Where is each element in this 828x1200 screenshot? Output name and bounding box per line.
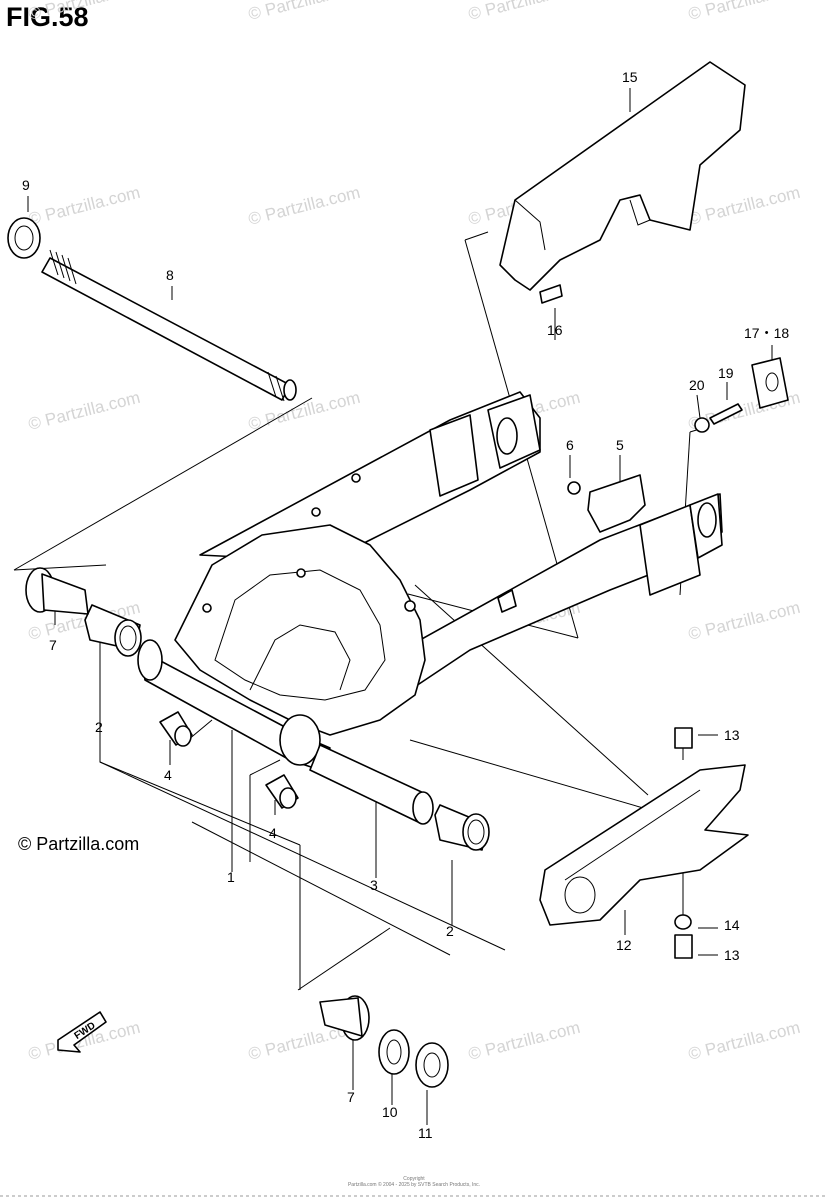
watermark-tile: © Partzilla.com xyxy=(686,1018,802,1064)
callout-12: 12 xyxy=(616,937,632,953)
watermark-tile: © Partzilla.com xyxy=(246,0,362,24)
callout-13-upper: 13 xyxy=(724,727,740,743)
watermark-tile: © Partzilla.com xyxy=(246,183,362,229)
callout-9: 9 xyxy=(22,177,30,193)
watermark-tile: © Partzilla.com xyxy=(26,0,142,24)
watermark-tile: © Partzilla.com xyxy=(686,0,802,24)
figure-title: FIG.58 xyxy=(6,2,89,32)
watermark-tile: © Partzilla.com xyxy=(26,183,142,229)
small-hardware xyxy=(539,284,789,959)
chain-guide-part-12 xyxy=(539,764,749,926)
watermark-tile: © Partzilla.com xyxy=(686,183,802,229)
callout-17-18: 17・18 xyxy=(744,325,789,341)
callout-6: 6 xyxy=(566,437,574,453)
watermark-tile: © Partzilla.com xyxy=(246,388,362,434)
callout-labels: 9 8 15 16 17・18 19 20 6 5 7 2 4 4 1 3 2 … xyxy=(22,69,789,1141)
callout-7-lower: 7 xyxy=(347,1089,355,1105)
callout-5: 5 xyxy=(616,437,624,453)
small-bearings-part-4 xyxy=(159,711,299,809)
callout-4-left: 4 xyxy=(164,767,172,783)
callout-16: 16 xyxy=(547,322,563,338)
callout-4-right: 4 xyxy=(269,825,277,841)
pivot-shaft-part-8 xyxy=(41,249,297,402)
callout-14: 14 xyxy=(724,917,740,933)
callout-8: 8 xyxy=(166,267,174,283)
callout-20: 20 xyxy=(689,377,705,393)
copyright-line-2: Partzilla.com © 2004 - 2025 by SVTB Sear… xyxy=(348,1181,480,1188)
watermark-main: © Partzilla.com xyxy=(18,834,139,854)
pivot-sleeve-part-3 xyxy=(309,744,434,825)
callout-1: 1 xyxy=(227,869,235,885)
callout-11: 11 xyxy=(418,1125,433,1141)
copyright-line-1: Copyright xyxy=(403,1176,425,1182)
callout-3: 3 xyxy=(370,877,378,893)
watermark-tile: © Partzilla.com xyxy=(466,0,582,24)
swing-arm-part-1 xyxy=(137,391,723,771)
callout-10: 10 xyxy=(382,1104,398,1120)
callout-2-left: 2 xyxy=(95,719,103,735)
needle-bearings-part-2 xyxy=(84,604,490,851)
watermark-tile: © Partzilla.com xyxy=(686,598,802,644)
callout-13-lower: 13 xyxy=(724,947,740,963)
callout-19: 19 xyxy=(718,365,734,381)
callout-15: 15 xyxy=(622,69,638,85)
bushings-part-7 xyxy=(25,567,370,1041)
fasteners-9-10-11 xyxy=(7,217,449,1088)
watermark-tile: © Partzilla.com xyxy=(466,1018,582,1064)
forward-arrow: FWD xyxy=(57,1011,107,1053)
chain-guard-part-15 xyxy=(499,61,746,291)
callout-7-upper: 7 xyxy=(49,637,57,653)
callout-2-right: 2 xyxy=(446,923,454,939)
watermark-tile: © Partzilla.com xyxy=(26,388,142,434)
